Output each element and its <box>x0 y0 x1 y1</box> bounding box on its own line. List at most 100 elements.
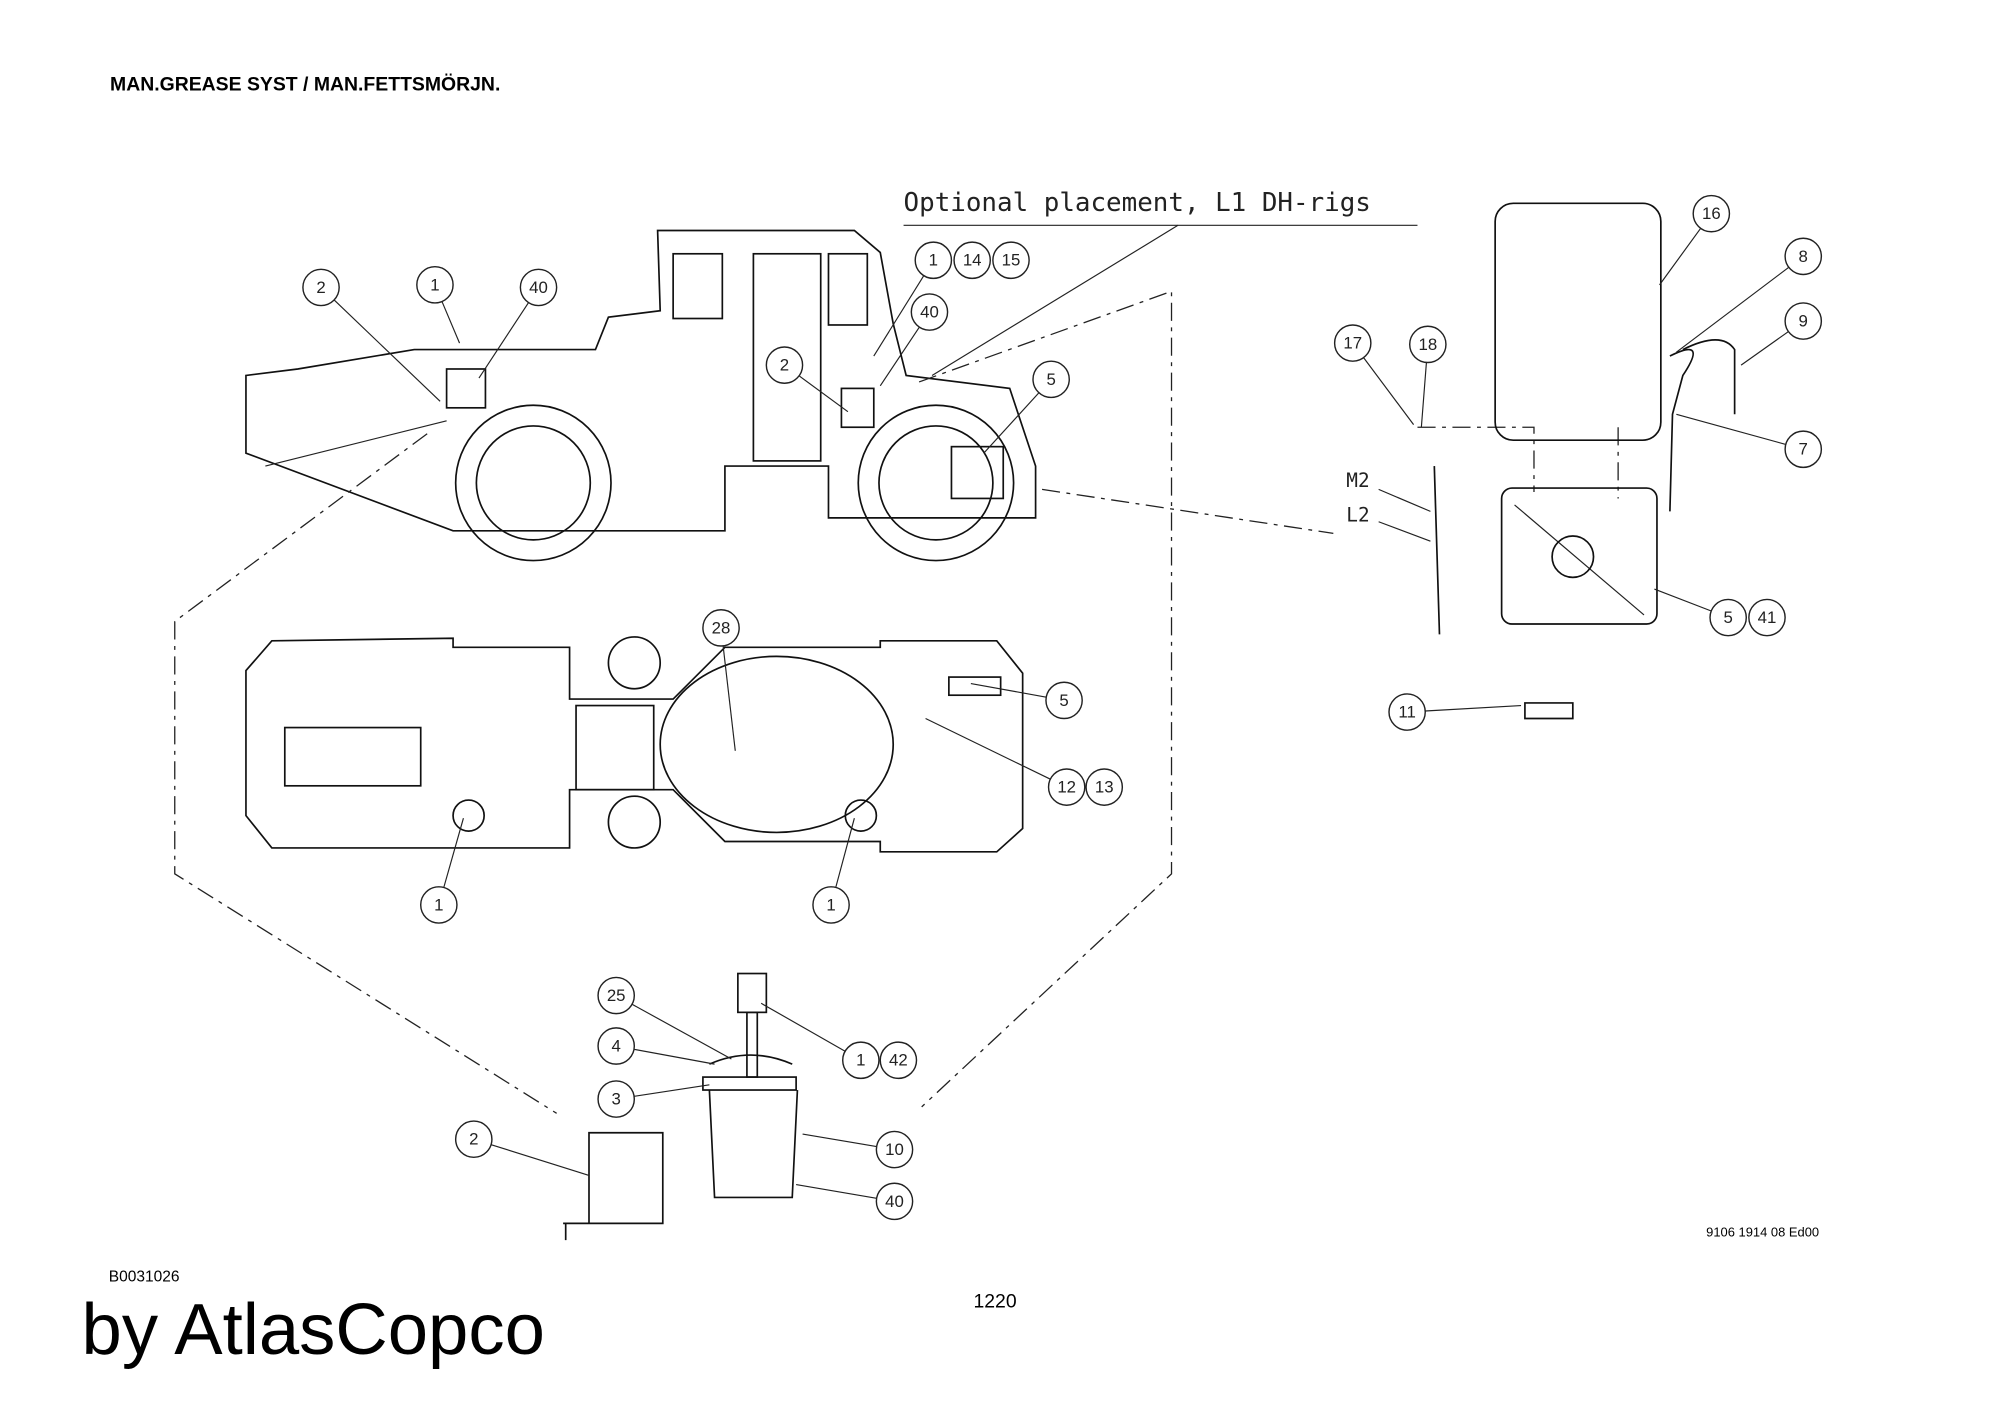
callout-number: 2 <box>469 1130 478 1149</box>
hose-reel-assembly <box>1433 202 1736 720</box>
drawing-id: B0031026 <box>109 1269 180 1286</box>
callout-number: 5 <box>1046 370 1055 389</box>
callout-40: 40 <box>796 1182 914 1221</box>
callout-number: 5 <box>1723 608 1732 627</box>
callout-circle <box>1032 360 1070 399</box>
callout-7: 7 <box>1676 413 1823 469</box>
callout-circle <box>812 886 850 924</box>
callout-3: 3 <box>597 1080 710 1118</box>
callout-11: 11 <box>1388 693 1522 731</box>
callout-leader <box>478 302 530 379</box>
callout-leader <box>1740 331 1789 366</box>
callout-leader <box>925 717 1051 780</box>
callout-40: 40 <box>879 293 949 387</box>
callout-41: 41 <box>1748 598 1786 637</box>
callout-circle <box>1333 324 1372 362</box>
callout-circle <box>914 241 953 280</box>
callout-circle <box>953 241 992 280</box>
callout-number: 14 <box>963 251 982 270</box>
callout-leader <box>970 682 1047 698</box>
callout-5: 5 <box>1654 588 1747 637</box>
callout-number: 1 <box>856 1051 865 1070</box>
callout-leader <box>798 375 849 413</box>
callout-number: 9 <box>1799 312 1808 331</box>
callout-circle <box>597 1027 636 1065</box>
callout-10: 10 <box>802 1130 914 1169</box>
mount-link <box>1417 426 1619 499</box>
callout-number: 17 <box>1343 334 1362 353</box>
callout-2: 2 <box>765 346 849 413</box>
callout-15: 15 <box>992 241 1030 280</box>
callout-circle <box>454 1120 493 1159</box>
callout-circle <box>702 609 740 647</box>
callout-circle <box>1085 768 1124 806</box>
callout-number: 4 <box>612 1037 621 1056</box>
callout-circle <box>519 268 558 307</box>
callout-number: 1 <box>434 895 443 914</box>
callout-leader <box>1363 357 1415 426</box>
callout-2: 2 <box>454 1120 590 1177</box>
callout-28: 28 <box>702 609 740 751</box>
callout-number: 8 <box>1799 247 1808 266</box>
brand-text: by AtlasCopco <box>82 1289 545 1370</box>
callout-leader <box>441 301 461 344</box>
callout-circle <box>597 976 636 1015</box>
callout-leader <box>633 1048 715 1065</box>
callout-leader <box>1654 588 1712 612</box>
callout-leader <box>1676 266 1790 353</box>
callout-number: 40 <box>529 278 548 297</box>
callout-number: 12 <box>1057 778 1076 797</box>
grease-pump-assembly <box>563 972 799 1241</box>
callout-4: 4 <box>597 1027 715 1065</box>
callout-13: 13 <box>1085 768 1124 806</box>
callout-9: 9 <box>1740 302 1823 366</box>
callout-circle <box>1709 598 1747 637</box>
callout-number: 1 <box>929 251 938 270</box>
callout-circle <box>597 1080 636 1118</box>
callout-leader <box>1659 227 1702 286</box>
page-number: 1220 <box>973 1291 1016 1313</box>
callout-circle <box>302 268 340 307</box>
callout-circle <box>1047 768 1086 806</box>
callout-circle <box>875 1130 914 1169</box>
callout-leader <box>1676 413 1786 445</box>
callout-circle <box>875 1182 914 1221</box>
callout-circle <box>879 1041 918 1080</box>
detail-boundary-left <box>174 433 557 1114</box>
callout-leader <box>1420 362 1428 428</box>
callout-2: 2 <box>302 268 441 402</box>
callout-circle <box>1748 598 1786 637</box>
callout-leader <box>983 392 1040 454</box>
callout-16: 16 <box>1659 194 1731 286</box>
callout-circle <box>842 1041 880 1080</box>
callout-leader <box>333 299 441 402</box>
machine-side-view <box>245 229 1037 562</box>
callout-number: 10 <box>885 1140 904 1159</box>
callout-number: 13 <box>1095 778 1114 797</box>
callout-leader <box>1425 704 1522 712</box>
callout-leader <box>796 1183 877 1199</box>
callout-1: 1 <box>420 818 464 924</box>
callout-number: 2 <box>316 278 325 297</box>
callout-leader <box>879 326 920 387</box>
callout-18: 18 <box>1408 325 1447 428</box>
callout-5: 5 <box>983 360 1070 454</box>
callout-number: 25 <box>607 986 626 1005</box>
callout-number: 28 <box>712 618 731 637</box>
callout-leader <box>443 818 464 888</box>
callout-circle <box>1784 237 1823 276</box>
callout-leader <box>490 1144 590 1177</box>
callout-circle <box>1045 681 1083 720</box>
callout-17: 17 <box>1333 324 1415 426</box>
callout-leader <box>835 818 855 888</box>
page-title: MAN.GREASE SYST / MAN.FETTSMÖRJN. <box>110 73 500 96</box>
callout-leader <box>634 1084 710 1097</box>
callout-1: 1 <box>760 1002 880 1080</box>
label-l2: L2 <box>1346 504 1369 527</box>
callout-1: 1 <box>416 266 461 344</box>
callout-circle <box>1388 693 1426 731</box>
callout-14: 14 <box>953 241 992 280</box>
callout-number: 7 <box>1799 440 1808 459</box>
callout-circle <box>1408 325 1447 364</box>
